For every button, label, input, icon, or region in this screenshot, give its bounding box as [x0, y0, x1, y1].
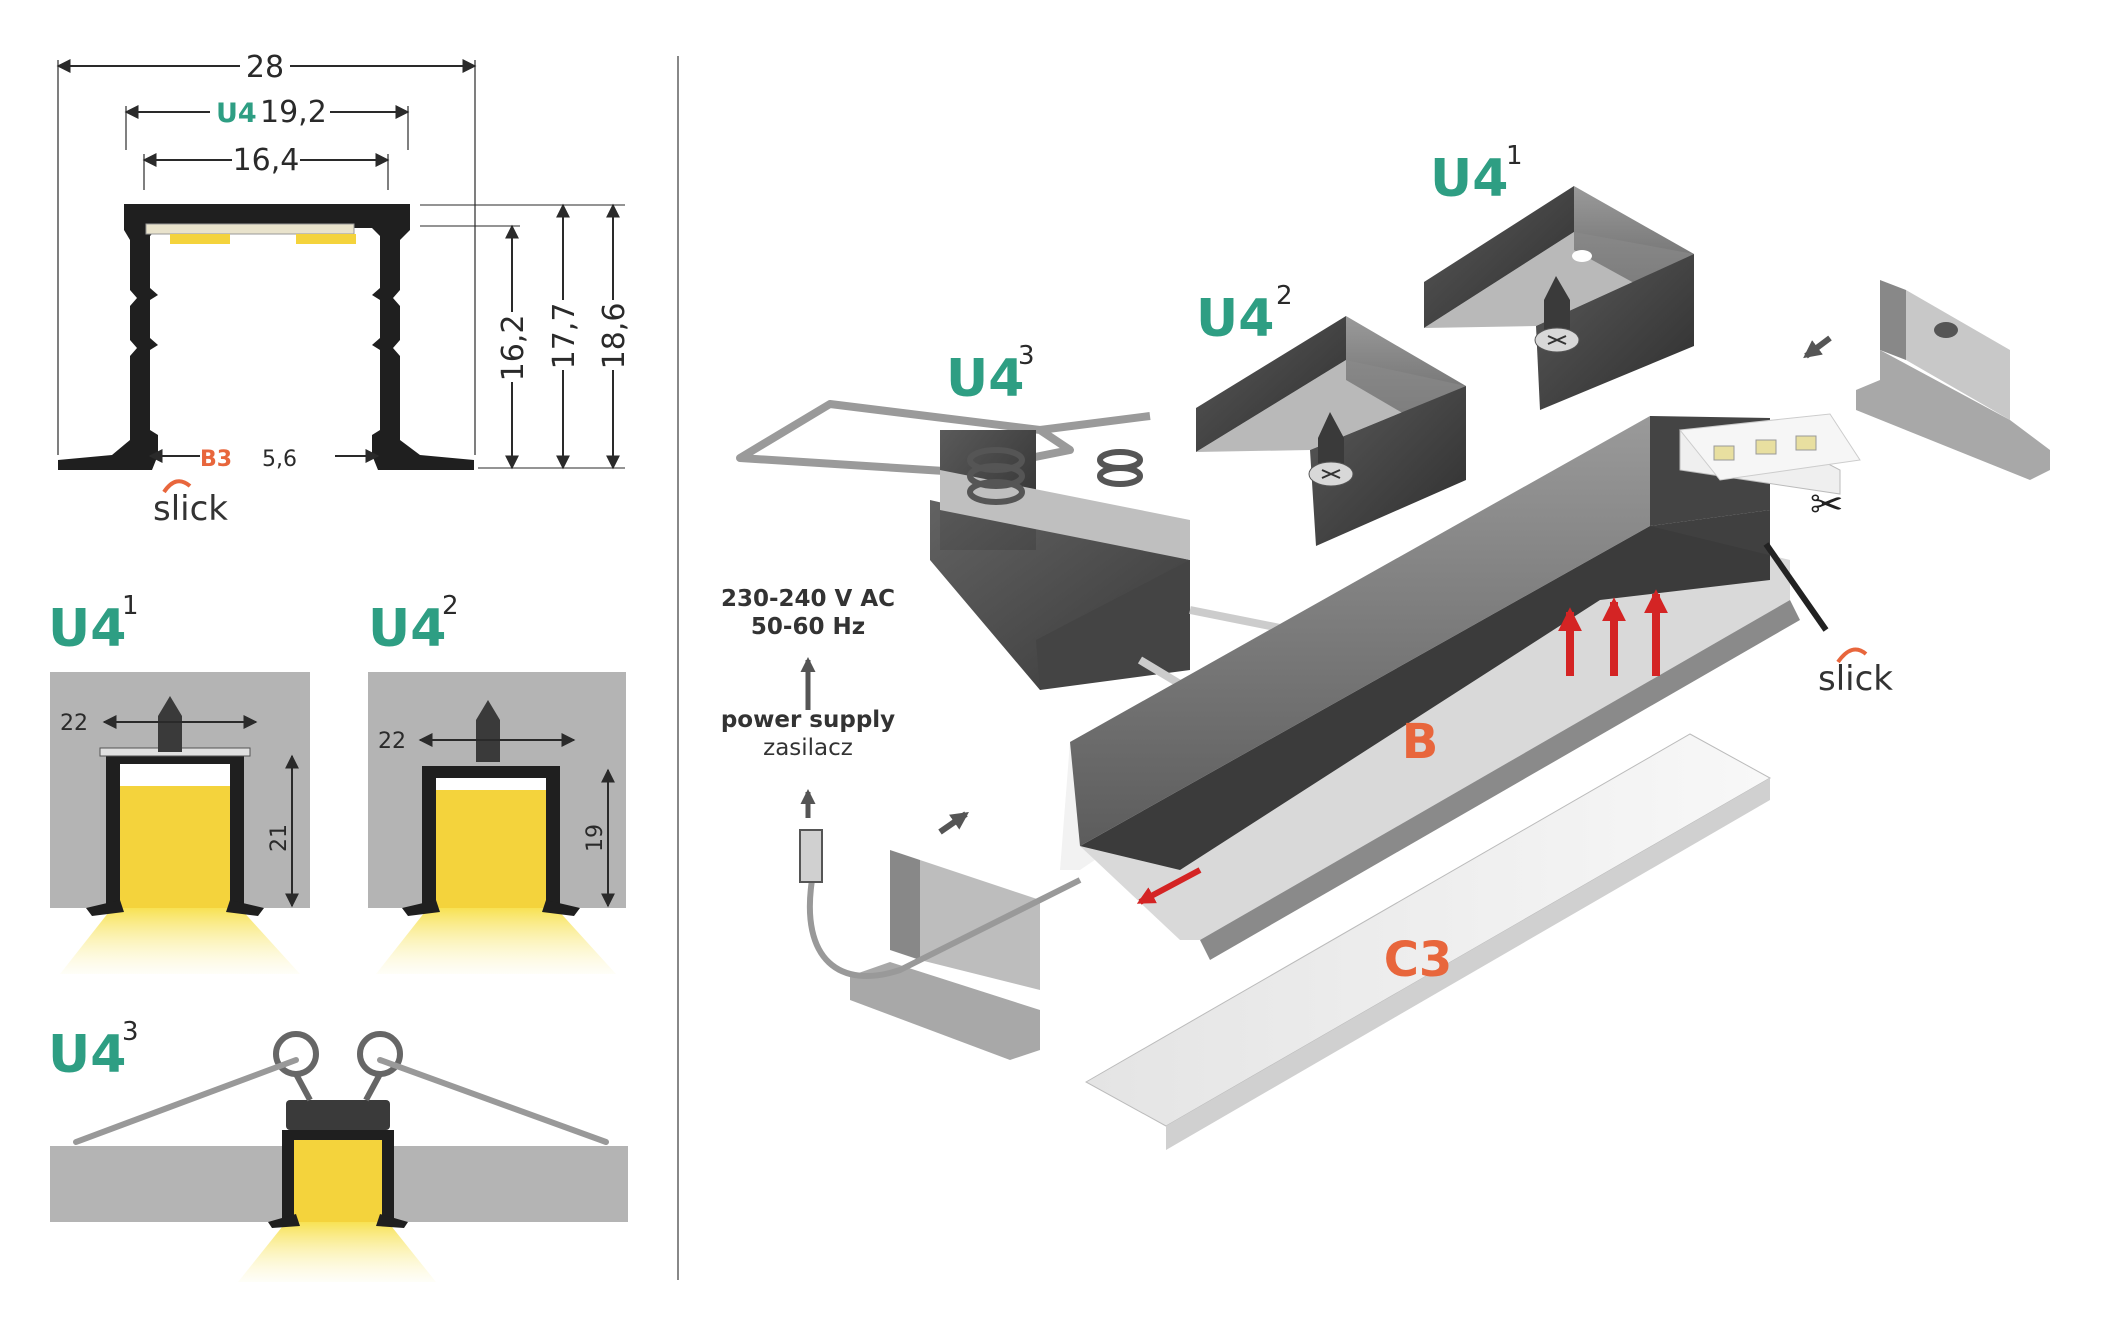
light-beam: [376, 908, 616, 974]
profile-b: B: [1060, 416, 1841, 960]
variant-title: U4: [48, 1025, 126, 1085]
slick-logo: slick: [1818, 659, 1893, 699]
variant-height-label: 21: [267, 824, 292, 852]
led-strip: [1679, 413, 1861, 481]
light-beam: [238, 1222, 436, 1282]
variant-sup: 3: [122, 1017, 139, 1047]
scissors-icon: ✂: [1810, 482, 1844, 528]
mount-variant-u4-3: U4 3: [48, 1017, 628, 1282]
dim-height-2: 17,7: [547, 303, 582, 370]
light-beam: [60, 908, 300, 974]
led-chip: [296, 234, 356, 244]
dim-total-width: 28: [246, 50, 284, 85]
dim-u4-width: 19,2: [260, 95, 327, 130]
dim-height-3: 18,6: [597, 303, 632, 370]
variant-title: U4: [48, 599, 126, 659]
slick-logo-arrow: [162, 479, 192, 494]
variant-sup: 1: [122, 591, 139, 621]
variant-width-label: 22: [60, 711, 88, 736]
led-light: [436, 790, 546, 908]
cover-label: C3: [1384, 932, 1453, 988]
variant-width-label: 22: [378, 729, 406, 754]
screw-icon: [1318, 412, 1344, 470]
mount-variant-u4-2: U4 2 22 19: [368, 591, 626, 974]
dim-u4-prefix: U4: [216, 98, 257, 129]
cover-c3: C3: [1084, 733, 1772, 1150]
power-supply-label: power supply: [721, 707, 895, 733]
cross-section-drawing: 28 U4 19,2 16,4 16,2 17,7 18,6 B: [56, 48, 632, 529]
led-light: [120, 786, 230, 908]
led-chip: [170, 234, 230, 244]
led-light: [294, 1140, 382, 1222]
dim-inner-width: 16,4: [233, 143, 300, 178]
mount-variant-u4-1: U4 1 22 21: [48, 591, 310, 974]
exploded-label-u4-1: U4: [1430, 149, 1508, 209]
exploded-label-sup: 2: [1276, 281, 1293, 311]
exploded-label-sup: 1: [1506, 141, 1523, 171]
profile-label: B: [1402, 714, 1439, 770]
bracket-u4-3: [736, 400, 1291, 694]
profile-section: [58, 204, 474, 470]
dim-height-1: 16,2: [496, 315, 531, 382]
bracket-u4-2: [1196, 316, 1466, 546]
power-supply-label-pl: zasilacz: [763, 735, 853, 761]
slick-logo: slick: [153, 489, 228, 529]
bottom-width: 5,6: [262, 447, 297, 472]
power-voltage: 230-240 V AC: [721, 586, 895, 612]
power-cable: [799, 789, 1082, 979]
slick-logo-arrow: [1836, 647, 1868, 664]
bracket-u4-1: [1424, 186, 1694, 410]
variant-title: U4: [368, 599, 446, 659]
end-cap-right: [1803, 280, 2050, 480]
power-supply-info: 230-240 V AC 50-60 Hz power supply zasil…: [721, 586, 895, 761]
variant-sup: 2: [442, 591, 459, 621]
exploded-view: U4 3 U4 2 U4 1: [721, 141, 2050, 1150]
screw-icon: [1544, 276, 1570, 330]
exploded-label-u4-3: U4: [946, 349, 1024, 409]
exploded-label-sup: 3: [1018, 341, 1035, 371]
bottom-code: B3: [200, 447, 232, 472]
end-cap-left: [850, 811, 1040, 1060]
power-frequency: 50-60 Hz: [751, 614, 865, 640]
exploded-label-u4-2: U4: [1196, 289, 1274, 349]
variant-height-label: 19: [583, 824, 608, 852]
